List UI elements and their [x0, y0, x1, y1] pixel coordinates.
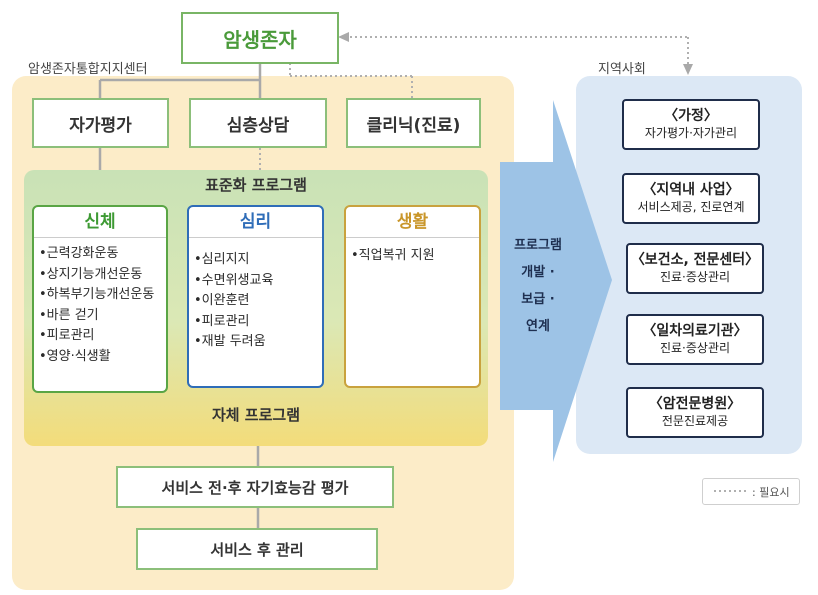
arrow-line: 연계 — [526, 319, 550, 334]
community-title: 〈가정〉 — [664, 108, 718, 124]
self-assessment-box: 자가평가 — [32, 98, 169, 148]
arrow-line: 보급 · — [521, 292, 555, 307]
psych-category: 심리 •심리지지 •수면위생교육 •이완훈련 •피로관리 •재발 두려움 — [187, 205, 324, 388]
standard-program-label: 표준화 프로그램 — [205, 176, 307, 194]
psych-item: •심리지지 — [194, 252, 250, 267]
life-item: •직업복귀 지원 — [351, 248, 435, 263]
physical-item: •하복부기능개선운동 — [39, 287, 155, 302]
community-title: 〈지역내 사업〉 — [642, 182, 740, 198]
community-sub: 자가평가·자가관리 — [644, 126, 738, 140]
psych-item: •재발 두려움 — [194, 334, 266, 349]
community-sub: 서비스제공, 진로연계 — [637, 200, 745, 214]
life-title: 생활 — [346, 207, 479, 238]
physical-title: 신체 — [34, 207, 166, 238]
community-health-center-box: 〈보건소, 전문센터〉 진료·증상관리 — [626, 243, 764, 294]
physical-item: •근력강화운동 — [39, 246, 119, 261]
physical-item: •피로관리 — [39, 328, 95, 343]
community-sub: 전문진료제공 — [661, 414, 729, 428]
community-primary-care-box: 〈일차의료기관〉 진료·증상관리 — [626, 314, 764, 365]
self-program-label: 자체 프로그램 — [211, 406, 301, 424]
legend-box — [702, 478, 800, 505]
physical-category: 신체 •근력강화운동 •상지기능개선운동 •하복부기능개선운동 •바른 걷기 •… — [32, 205, 168, 393]
self-efficacy-eval-box: 서비스 전·후 자기효능감 평가 — [116, 466, 394, 508]
community-cancer-hospital-box: 〈암전문병원〉 전문진료제공 — [626, 387, 764, 438]
physical-item: •상지기능개선운동 — [39, 266, 143, 282]
life-category: 생활 •직업복귀 지원 — [344, 205, 481, 388]
arrow-line: 프로그램 — [514, 238, 562, 253]
legend-label: : 필요시 — [752, 486, 790, 499]
community-label: 지역사회 — [598, 62, 646, 77]
community-title: 〈암전문병원〉 — [648, 396, 742, 412]
psych-title: 심리 — [189, 207, 322, 238]
physical-item: •바른 걷기 — [39, 307, 99, 323]
cancer-survivor-node: 암생존자 — [181, 12, 339, 64]
psych-item: •수면위생교육 — [194, 272, 274, 288]
community-sub: 진료·증상관리 — [659, 341, 731, 355]
community-local-business-box: 〈지역내 사업〉 서비스제공, 진로연계 — [622, 173, 760, 224]
physical-item: •영양·식생활 — [39, 348, 111, 364]
center-label: 암생존자통합지지센터 — [28, 62, 148, 77]
post-service-care-box: 서비스 후 관리 — [136, 528, 378, 570]
community-sub: 진료·증상관리 — [659, 270, 731, 284]
community-title: 〈보건소, 전문센터〉 — [630, 252, 760, 268]
psych-item: •이완훈련 — [194, 293, 250, 308]
arrow-line: 개발 · — [521, 265, 555, 280]
community-home-box: 〈가정〉 자가평가·자가관리 — [622, 99, 760, 150]
psych-item: •피로관리 — [194, 313, 250, 329]
program-arrow — [500, 100, 612, 462]
arrow-text: 프로그램 개발 · 보급 · 연계 — [500, 232, 576, 340]
in-depth-counseling-box: 심층상담 — [189, 98, 327, 148]
community-title: 〈일차의료기관〉 — [642, 323, 748, 339]
clinic-box: 클리닉(진료) — [346, 98, 481, 148]
